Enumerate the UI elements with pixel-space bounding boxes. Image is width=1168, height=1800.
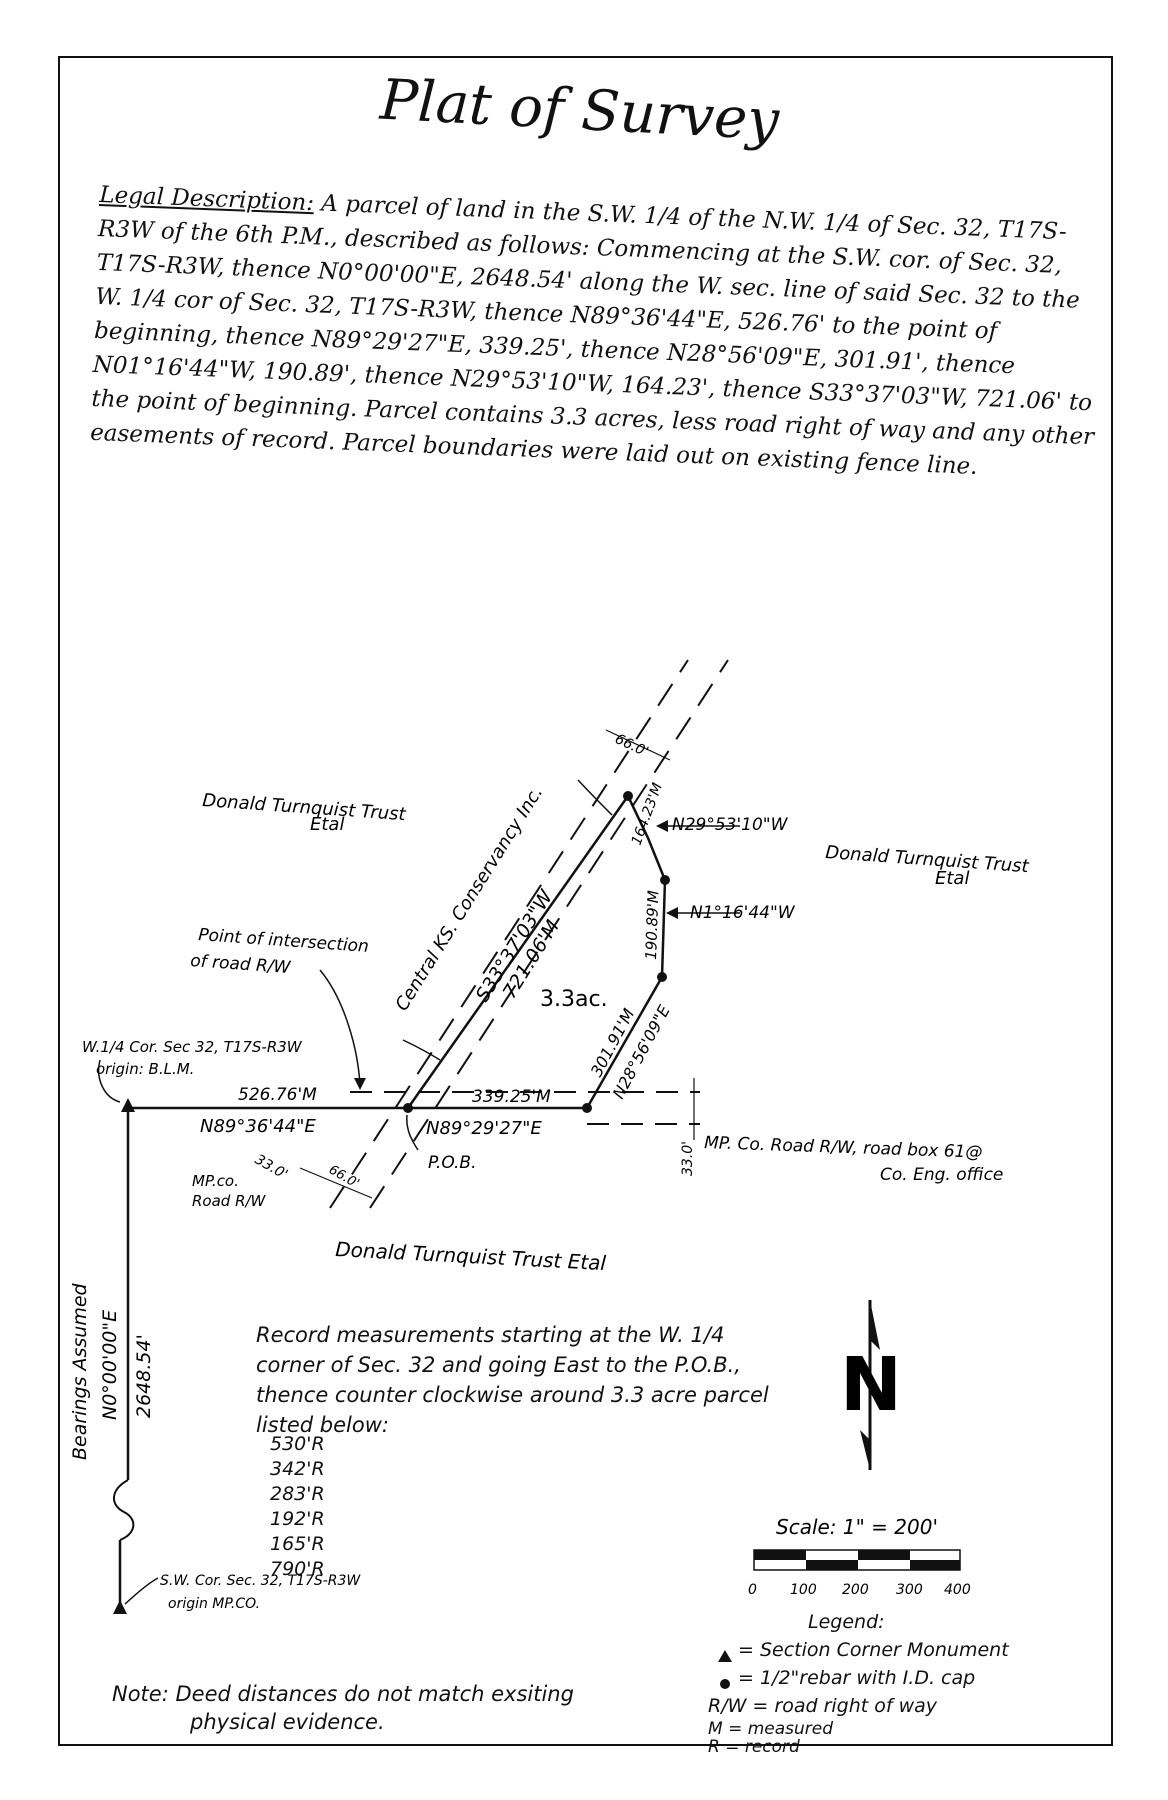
owner-ne-label: Donald Turnquist Trust: [825, 842, 1031, 877]
w14-origin-label: origin: B.L.M.: [96, 1060, 194, 1078]
scale-bar-seg-2: [806, 1560, 858, 1570]
arrowhead-intersection: [354, 1078, 366, 1090]
bearing-w-label: N89°36'44"E: [200, 1116, 316, 1137]
dist-2648-label: 2648.54': [133, 1334, 155, 1418]
dim-road-bottom: [299, 1167, 373, 1199]
bearing-west-label: N0°00'00"E: [99, 1310, 121, 1420]
legend-rebar: = 1/2"rebar with I.D. cap: [738, 1667, 976, 1689]
record-item: 530'R: [270, 1433, 325, 1455]
record-item: 342'R: [270, 1458, 325, 1480]
scale-tick-200: 200: [842, 1582, 869, 1598]
rebar-se: [582, 1103, 592, 1113]
rebar-n: [623, 791, 633, 801]
arrow-conservancy: [577, 779, 613, 816]
road-rw-line-1: [329, 659, 689, 1209]
dim-66-top: [605, 729, 671, 761]
mp-co-road-label: MP. Co. Road R/W, road box 61@: [704, 1133, 983, 1163]
dist-526-label: 526.76'M: [238, 1085, 317, 1105]
north-arrow-tail: [860, 1430, 870, 1470]
mp-road-label: MP.co.: [192, 1172, 239, 1190]
dist-164-label: 164.23'M: [629, 781, 666, 847]
record-measurements-intro: Record measurements starting at the W. 1…: [256, 1323, 769, 1437]
road-33b-label: 33.0': [680, 1141, 696, 1176]
scale-tick-0: 0: [748, 1582, 757, 1598]
bearing-nw-side-label: N29°53'10"W: [672, 815, 789, 835]
arrow-conservancy-2: [402, 1039, 441, 1061]
width-66-label: 66.0': [612, 731, 651, 760]
north-label: N: [840, 1342, 902, 1428]
owner-nw-label-2: Etal: [310, 814, 344, 835]
note-text-2: physical evidence.: [190, 1710, 385, 1734]
scale-bar-seg-4: [910, 1560, 960, 1570]
scale-label: Scale: 1" = 200': [776, 1515, 938, 1539]
legend-rebar-icon: [720, 1679, 730, 1689]
legend: Legend: = Section Corner Monument = 1/2"…: [708, 1608, 1009, 1756]
road-rw-line-2: [369, 659, 729, 1209]
arrow-sw: [124, 1577, 159, 1605]
note: Note: Deed distances do not match exsiti…: [112, 1680, 574, 1736]
rebar-e: [657, 972, 667, 982]
bearing-n-label: N1°16'44"W: [690, 903, 796, 923]
bearing-e-label: N89°29'27"E: [426, 1118, 542, 1139]
intersection-label-2: of road R/W: [190, 951, 292, 978]
north-arrow-head: [870, 1300, 880, 1350]
record-item: 165'R: [270, 1533, 325, 1555]
bearings-assumed-label: Bearings Assumed: [69, 1282, 91, 1460]
scale-tick-300: 300: [896, 1582, 923, 1598]
owner-nw-label: Donald Turnquist Trust: [202, 790, 408, 825]
scale-tick-100: 100: [790, 1582, 817, 1598]
pob-label: P.O.B.: [428, 1153, 476, 1173]
legend-monument-icon: [718, 1650, 732, 1662]
legend-measured: M = measured: [708, 1719, 834, 1739]
arrowhead-n: [666, 907, 678, 919]
section-corner-monument-sw: [113, 1600, 127, 1614]
sw-origin-label: origin MP.CO.: [168, 1596, 260, 1612]
record-item: 790'R: [270, 1558, 325, 1580]
mp-co-road-label-2: Co. Eng. office: [880, 1165, 1003, 1185]
scale-bar-seg-3: [858, 1550, 910, 1560]
owner-ne-label-2: Etal: [935, 868, 969, 889]
legend-record: R = record: [708, 1737, 800, 1757]
rebar-ne: [660, 875, 670, 885]
legend-monument: = Section Corner Monument: [738, 1639, 1009, 1661]
scale-bar-seg-1: [754, 1550, 806, 1560]
record-item: 283'R: [270, 1483, 325, 1505]
rebar-pob: [403, 1103, 413, 1113]
scale-tick-400: 400: [944, 1582, 971, 1598]
record-measurements-list: 530'R 342'R 283'R 192'R 165'R 790'R: [270, 1432, 325, 1582]
area-label: 3.3ac.: [540, 987, 608, 1012]
dist-190-label: 190.89'M: [642, 890, 662, 960]
arrow-intersection: [319, 969, 361, 1086]
mp-road-label-2: Road R/W: [192, 1192, 267, 1210]
w14-cor-label: W.1/4 Cor. Sec 32, T17S-R3W: [82, 1038, 303, 1056]
legend-title: Legend:: [808, 1611, 885, 1633]
note-text-1: Deed distances do not match exsiting: [175, 1682, 574, 1706]
break-symbol: [113, 1479, 135, 1541]
arrow-pob: [406, 1114, 419, 1151]
note-label: Note:: [112, 1682, 169, 1706]
section-corner-monument-w14: [121, 1098, 135, 1112]
arrowhead-nw: [656, 820, 668, 832]
arrow-w14: [98, 1059, 121, 1103]
record-item: 192'R: [270, 1508, 325, 1530]
owner-s-label: Donald Turnquist Trust Etal: [335, 1237, 607, 1275]
sw-cor-label: S.W. Cor. Sec. 32, T17S-R3W: [160, 1573, 361, 1589]
dist-339-label: 339.25'M: [472, 1087, 551, 1107]
road-33-label: 33.0': [252, 1152, 290, 1183]
intersection-label: Point of intersection: [198, 925, 370, 957]
plat-border: [58, 56, 1113, 1746]
legend-rw: R/W = road right of way: [708, 1695, 938, 1717]
